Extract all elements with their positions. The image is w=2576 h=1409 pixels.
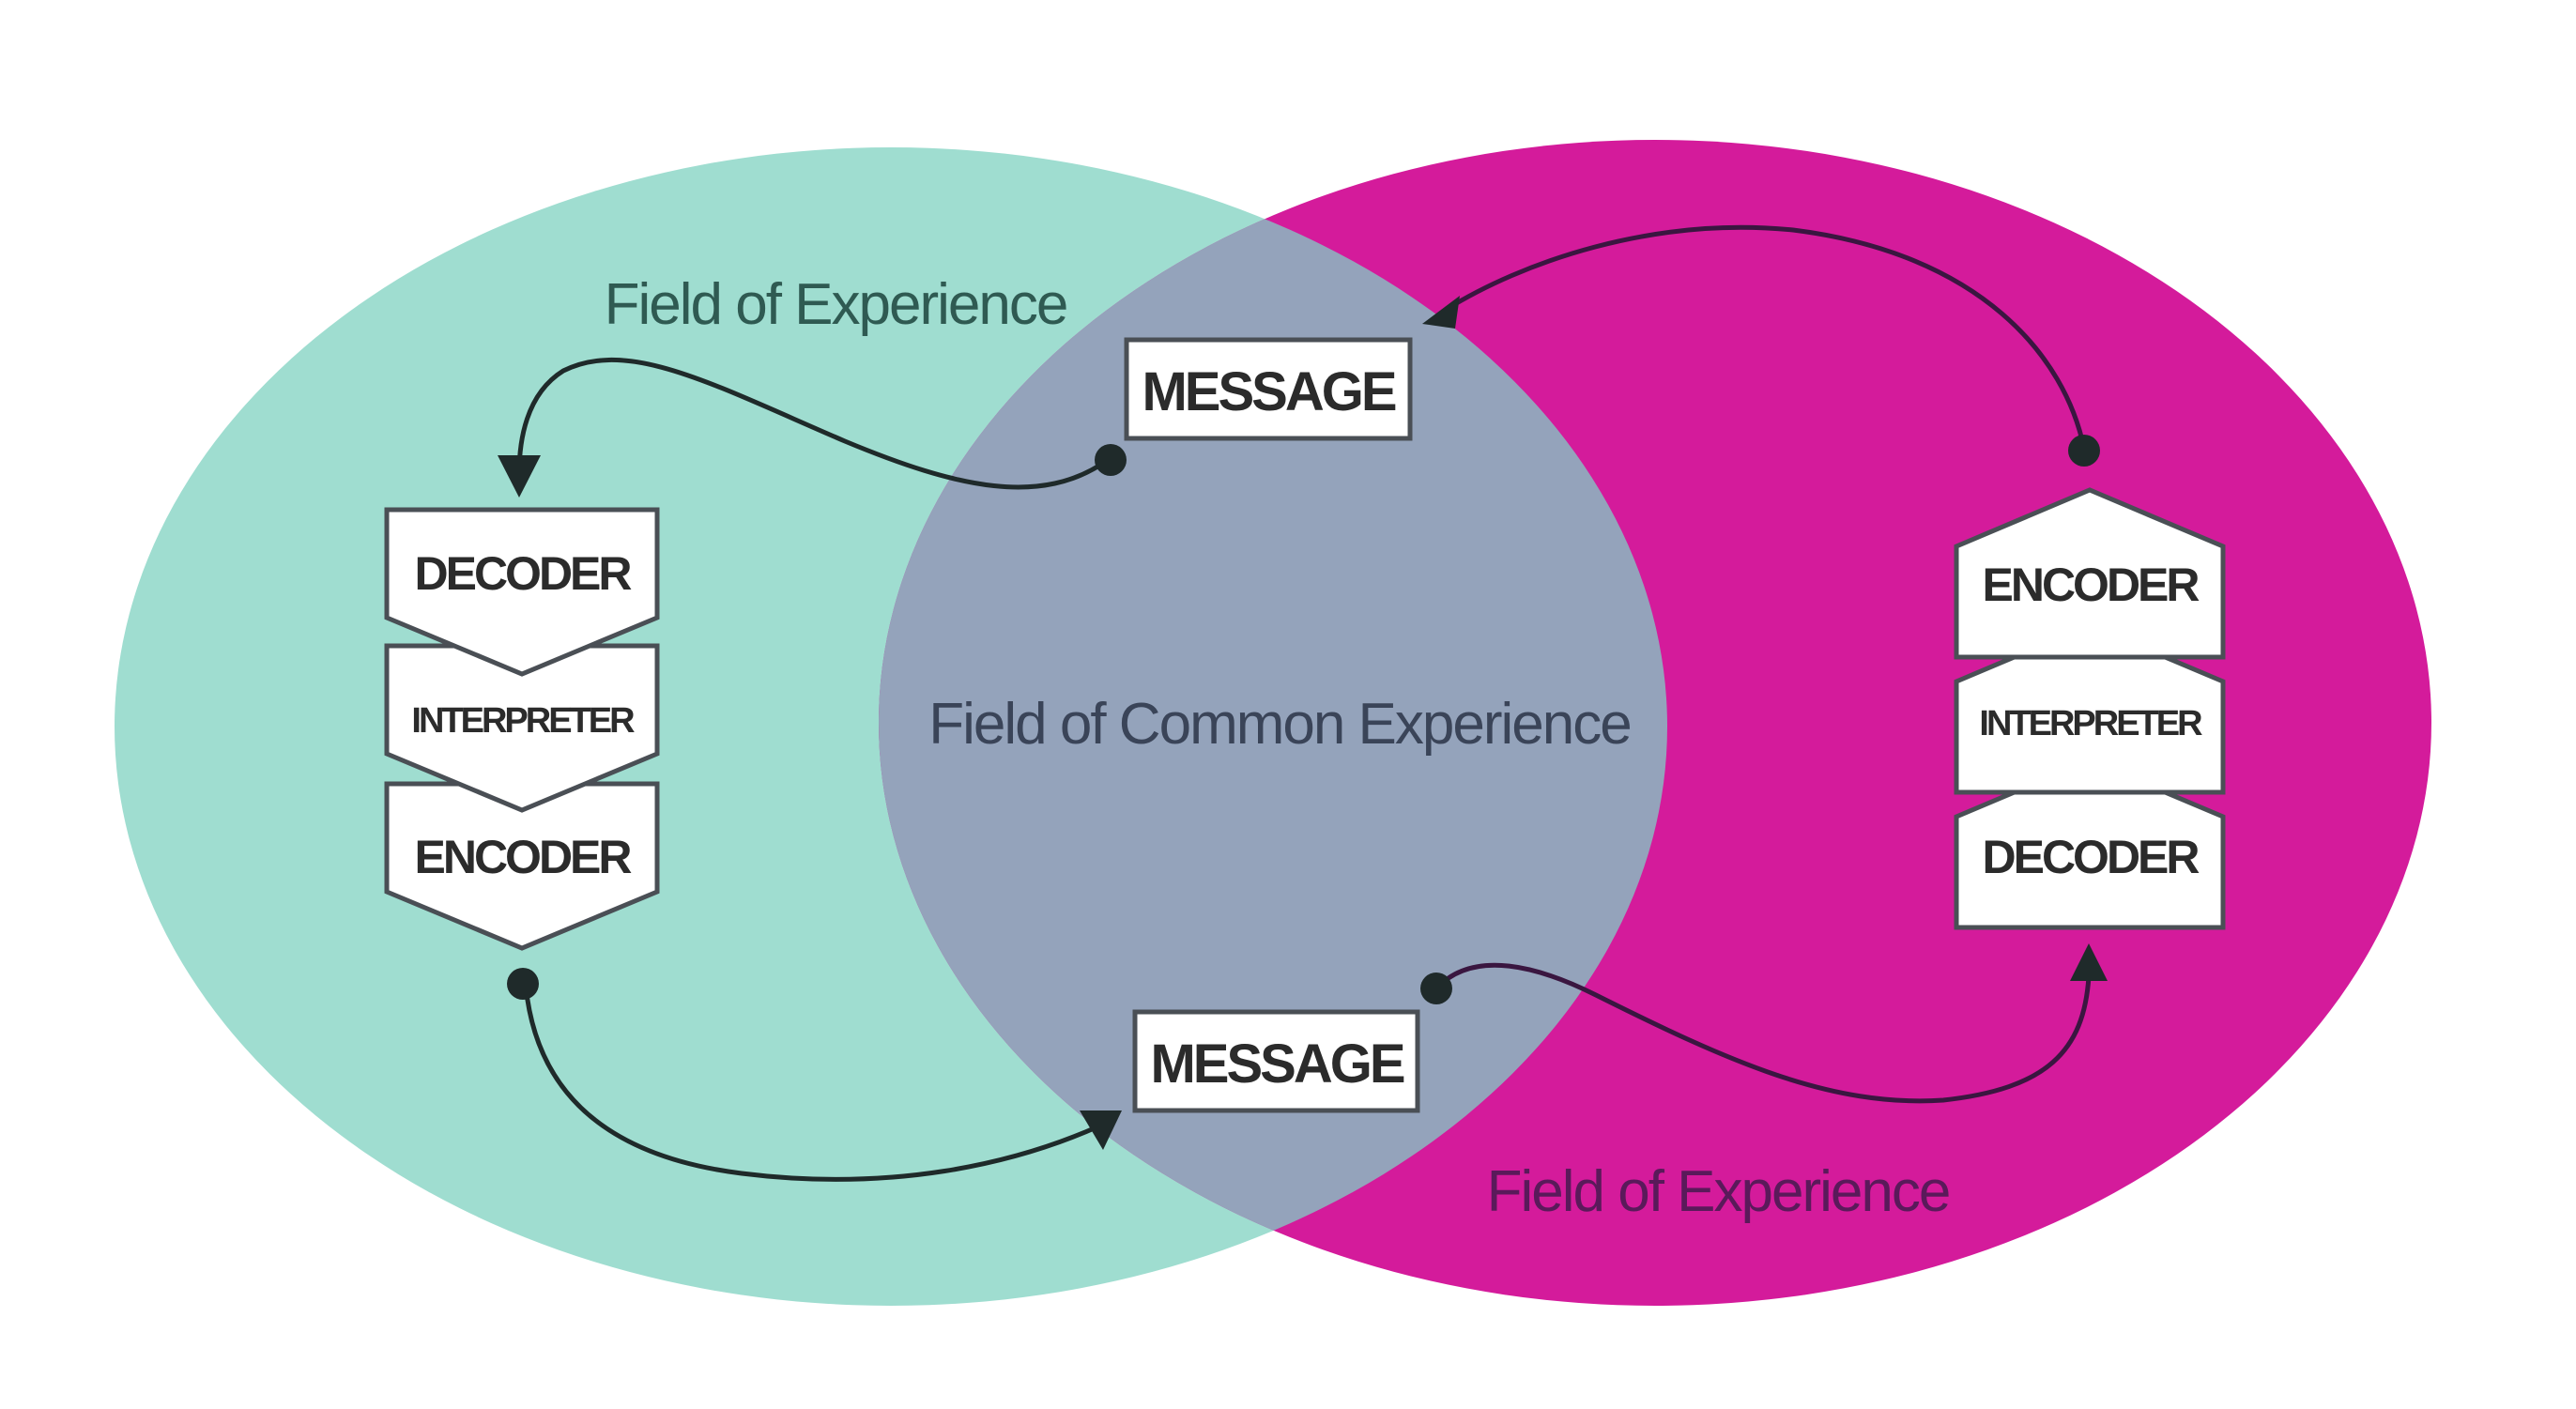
flow-start-dot: [507, 968, 539, 1000]
arrowhead-down: [498, 455, 541, 498]
right-stack-item: INTERPRETER: [1979, 704, 2202, 743]
right-field-label: Field of Experience: [1487, 1159, 1950, 1224]
arrowhead-bottom-message: [1080, 1110, 1122, 1150]
flow-start-dot: [2068, 435, 2100, 467]
arrow-right-encoder-to-top-message: [1444, 224, 2087, 450]
arrow-left-encoder-to-bottom-message: [523, 985, 1100, 1182]
left-field-label: Field of Experience: [605, 272, 1067, 337]
bottom-message-box: MESSAGE: [1132, 1009, 1420, 1113]
right-stack-item: DECODER: [1982, 831, 2200, 883]
arrowhead-up: [2070, 943, 2108, 981]
flow-start-dot: [1095, 444, 1127, 476]
left-stack-item: DECODER: [414, 547, 632, 600]
left-stack-item: INTERPRETER: [411, 701, 635, 741]
right-encoder-shape: [1954, 487, 2226, 660]
left-stack-item: ENCODER: [414, 831, 632, 883]
left-process-stack: DECODER INTERPRETER ENCODER: [384, 507, 660, 951]
left-encoder-shape: [384, 781, 660, 951]
common-field-label: Field of Common Experience: [928, 692, 1630, 757]
flow-start-dot: [1420, 973, 1452, 1004]
arrow-top-message-to-left-decoder: [516, 357, 1110, 490]
top-message-box: MESSAGE: [1124, 337, 1413, 441]
left-decoder-shape: [384, 507, 660, 677]
left-interpreter-shape: [384, 643, 660, 813]
right-stack-item: ENCODER: [1982, 559, 2200, 611]
arrowhead-top-message: [1422, 296, 1460, 329]
bottom-message-label: MESSAGE: [1150, 1034, 1403, 1095]
right-process-stack: ENCODER INTERPRETER DECODER: [1954, 487, 2226, 930]
flow-arrows: [498, 224, 2108, 1182]
arrow-bottom-message-to-right-decoder: [1434, 962, 2092, 1104]
top-message-label: MESSAGE: [1142, 361, 1395, 422]
